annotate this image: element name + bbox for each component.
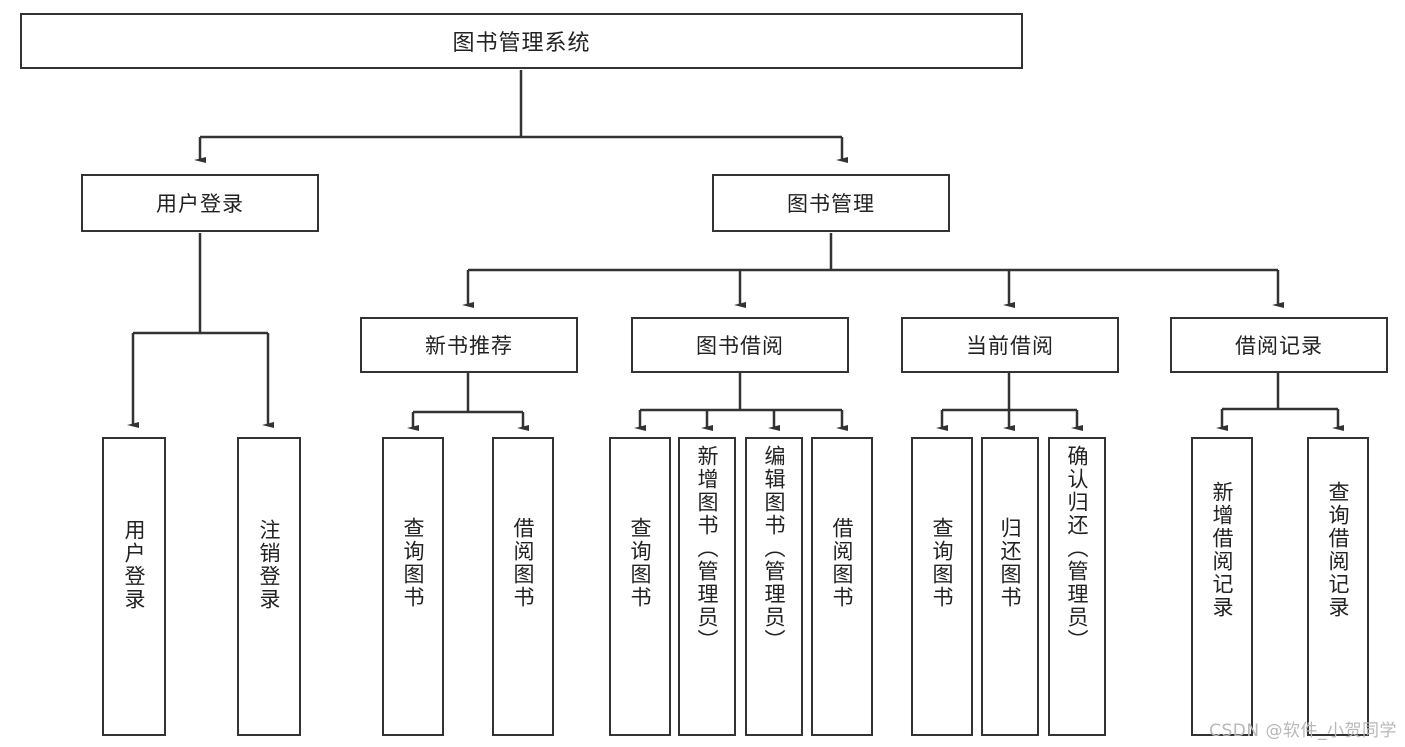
leaf-label: 查询借阅记录 (1326, 481, 1351, 619)
leaf-label: 注销登录 (257, 519, 282, 611)
leaf-query-borrow-record[interactable]: 查询借阅记录 (1307, 437, 1369, 736)
leaf-add-borrow-record[interactable]: 新增借阅记录 (1191, 437, 1253, 736)
leaf-label: 查询图书 (930, 517, 955, 609)
leaf-borrow-book-recommend[interactable]: 借阅图书 (492, 437, 554, 736)
leaf-user-login[interactable]: 用户登录 (102, 437, 166, 736)
leaf-query-book-borrow[interactable]: 查询图书 (609, 437, 671, 736)
leaf-label: 查询图书 (628, 517, 653, 609)
leaf-label: 借阅图书 (830, 517, 855, 609)
node-label: 当前借阅 (966, 334, 1054, 358)
leaf-label: 查询图书 (401, 517, 426, 609)
node-book-management-system[interactable]: 图书管理系统 (20, 13, 1023, 69)
leaf-label: 编辑图书（管理员） (762, 445, 787, 652)
leaf-query-book-current[interactable]: 查询图书 (911, 437, 973, 736)
leaf-borrow-book[interactable]: 借阅图书 (811, 437, 873, 736)
leaf-label: 归还图书 (998, 517, 1023, 609)
leaf-label: 确认归还（管理员） (1065, 445, 1090, 652)
node-book-borrow[interactable]: 图书借阅 (631, 317, 849, 373)
leaf-return-book[interactable]: 归还图书 (981, 437, 1039, 736)
node-user-login[interactable]: 用户登录 (81, 174, 319, 232)
node-borrow-record[interactable]: 借阅记录 (1170, 317, 1388, 373)
leaf-label: 新增借阅记录 (1210, 481, 1235, 619)
leaf-edit-book-admin[interactable]: 编辑图书（管理员） (745, 437, 803, 736)
node-new-book-recommend[interactable]: 新书推荐 (360, 317, 578, 373)
node-label: 借阅记录 (1235, 334, 1323, 358)
leaf-logout[interactable]: 注销登录 (237, 437, 301, 736)
leaf-label: 借阅图书 (511, 517, 536, 609)
node-label: 用户登录 (156, 192, 244, 216)
leaf-label: 用户登录 (122, 519, 147, 611)
node-label: 新书推荐 (425, 334, 513, 358)
leaf-add-book-admin[interactable]: 新增图书（管理员） (678, 437, 736, 736)
node-label: 图书借阅 (696, 334, 784, 358)
node-label: 图书管理系统 (452, 31, 591, 56)
leaf-confirm-return-admin[interactable]: 确认归还（管理员） (1048, 437, 1106, 736)
node-book-management[interactable]: 图书管理 (712, 174, 950, 232)
leaf-label: 新增图书（管理员） (695, 445, 720, 652)
watermark-text: CSDN @软件_小贺同学 (1209, 721, 1397, 741)
node-label: 图书管理 (787, 192, 875, 216)
node-current-borrow[interactable]: 当前借阅 (901, 317, 1119, 373)
leaf-query-book-recommend[interactable]: 查询图书 (382, 437, 444, 736)
